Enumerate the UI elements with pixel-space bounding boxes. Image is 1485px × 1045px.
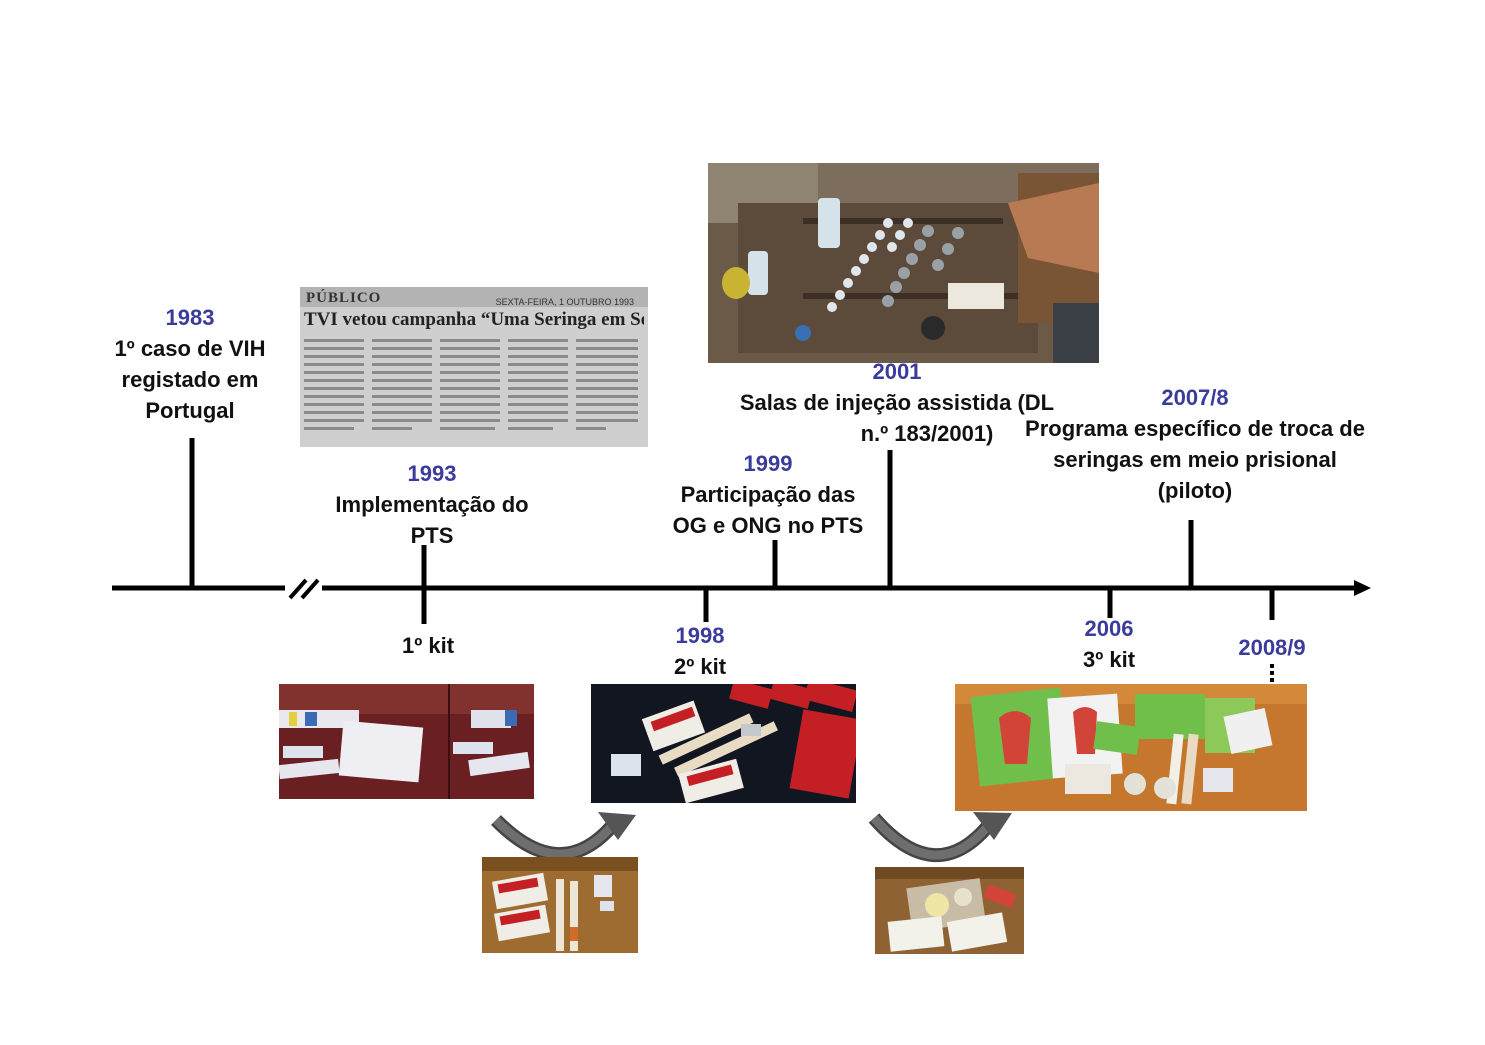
kit-detail-photo-right	[875, 867, 1024, 954]
kit-1-label: 1º kit	[401, 633, 455, 658]
kit-2-label: 2º kit	[673, 654, 727, 679]
event-year: 2007/8	[1161, 385, 1229, 410]
newspaper-body-text	[304, 339, 638, 430]
kit-1-photo	[279, 684, 534, 799]
event-text-line: PTS	[410, 523, 454, 548]
event-2001: 2001 Salas de injeção assistida (DL n.º …	[722, 356, 1072, 449]
axis-arrowhead	[1354, 580, 1371, 596]
event-text-line: Implementação do	[335, 492, 529, 517]
event-2006: 2006 3º kit	[1049, 613, 1169, 675]
event-year: 1993	[407, 461, 457, 486]
event-text-line: registado em	[121, 367, 259, 392]
event-text-line: OG e ONG no PTS	[672, 513, 864, 538]
event-year: 2001	[872, 359, 922, 384]
event-text-line: 1º caso de VIH	[114, 336, 266, 361]
event-text-line: Portugal	[145, 398, 235, 423]
curved-arrow-left	[491, 812, 636, 862]
event-1983: 1983 1º caso de VIH registado em Portuga…	[80, 302, 300, 426]
event-text-line: seringas em meio prisional	[1053, 447, 1337, 472]
event-year: 1998	[675, 623, 725, 648]
kit-2-photo	[591, 684, 856, 803]
kit-detail-photo-left	[482, 857, 638, 953]
kit-3-photo	[955, 684, 1307, 811]
newspaper-dateline: SEXTA-FEIRA, 1 OUTUBRO 1993	[495, 297, 634, 307]
event-text-line: Participação das	[680, 482, 856, 507]
newspaper-headline: TVI vetou campanha “Uma Seringa em Segun…	[304, 309, 644, 330]
event-year: 1983	[165, 305, 215, 330]
event-text-line: Programa específico de troca de	[1025, 416, 1365, 441]
event-1999: 1999 Participação das OG e ONG no PTS	[648, 448, 888, 541]
event-1998: 1998 2º kit	[640, 620, 760, 682]
kit-3-label: 3º kit	[1082, 647, 1136, 672]
event-text-line: Salas de injeção assistida (DL	[739, 390, 1055, 415]
injection-room-photo	[708, 163, 1099, 363]
event-1993: 1993 Implementação do PTS	[312, 458, 552, 551]
curved-arrow-right	[868, 812, 1012, 863]
event-text-line: n.º 183/2001)	[860, 421, 994, 446]
event-2008-9-year: 2008/9	[1238, 635, 1306, 660]
axis-break-mark	[288, 578, 320, 600]
newspaper-masthead: PÚBLICO	[306, 290, 382, 306]
event-text-line: (piloto)	[1157, 478, 1233, 503]
newspaper-clipping-image: PÚBLICO SEXTA-FEIRA, 1 OUTUBRO 1993 TVI …	[300, 287, 648, 447]
event-2007-8: 2007/8 Programa específico de troca de s…	[1010, 382, 1380, 506]
event-year: 1999	[743, 451, 793, 476]
event-year: 2006	[1084, 616, 1134, 641]
